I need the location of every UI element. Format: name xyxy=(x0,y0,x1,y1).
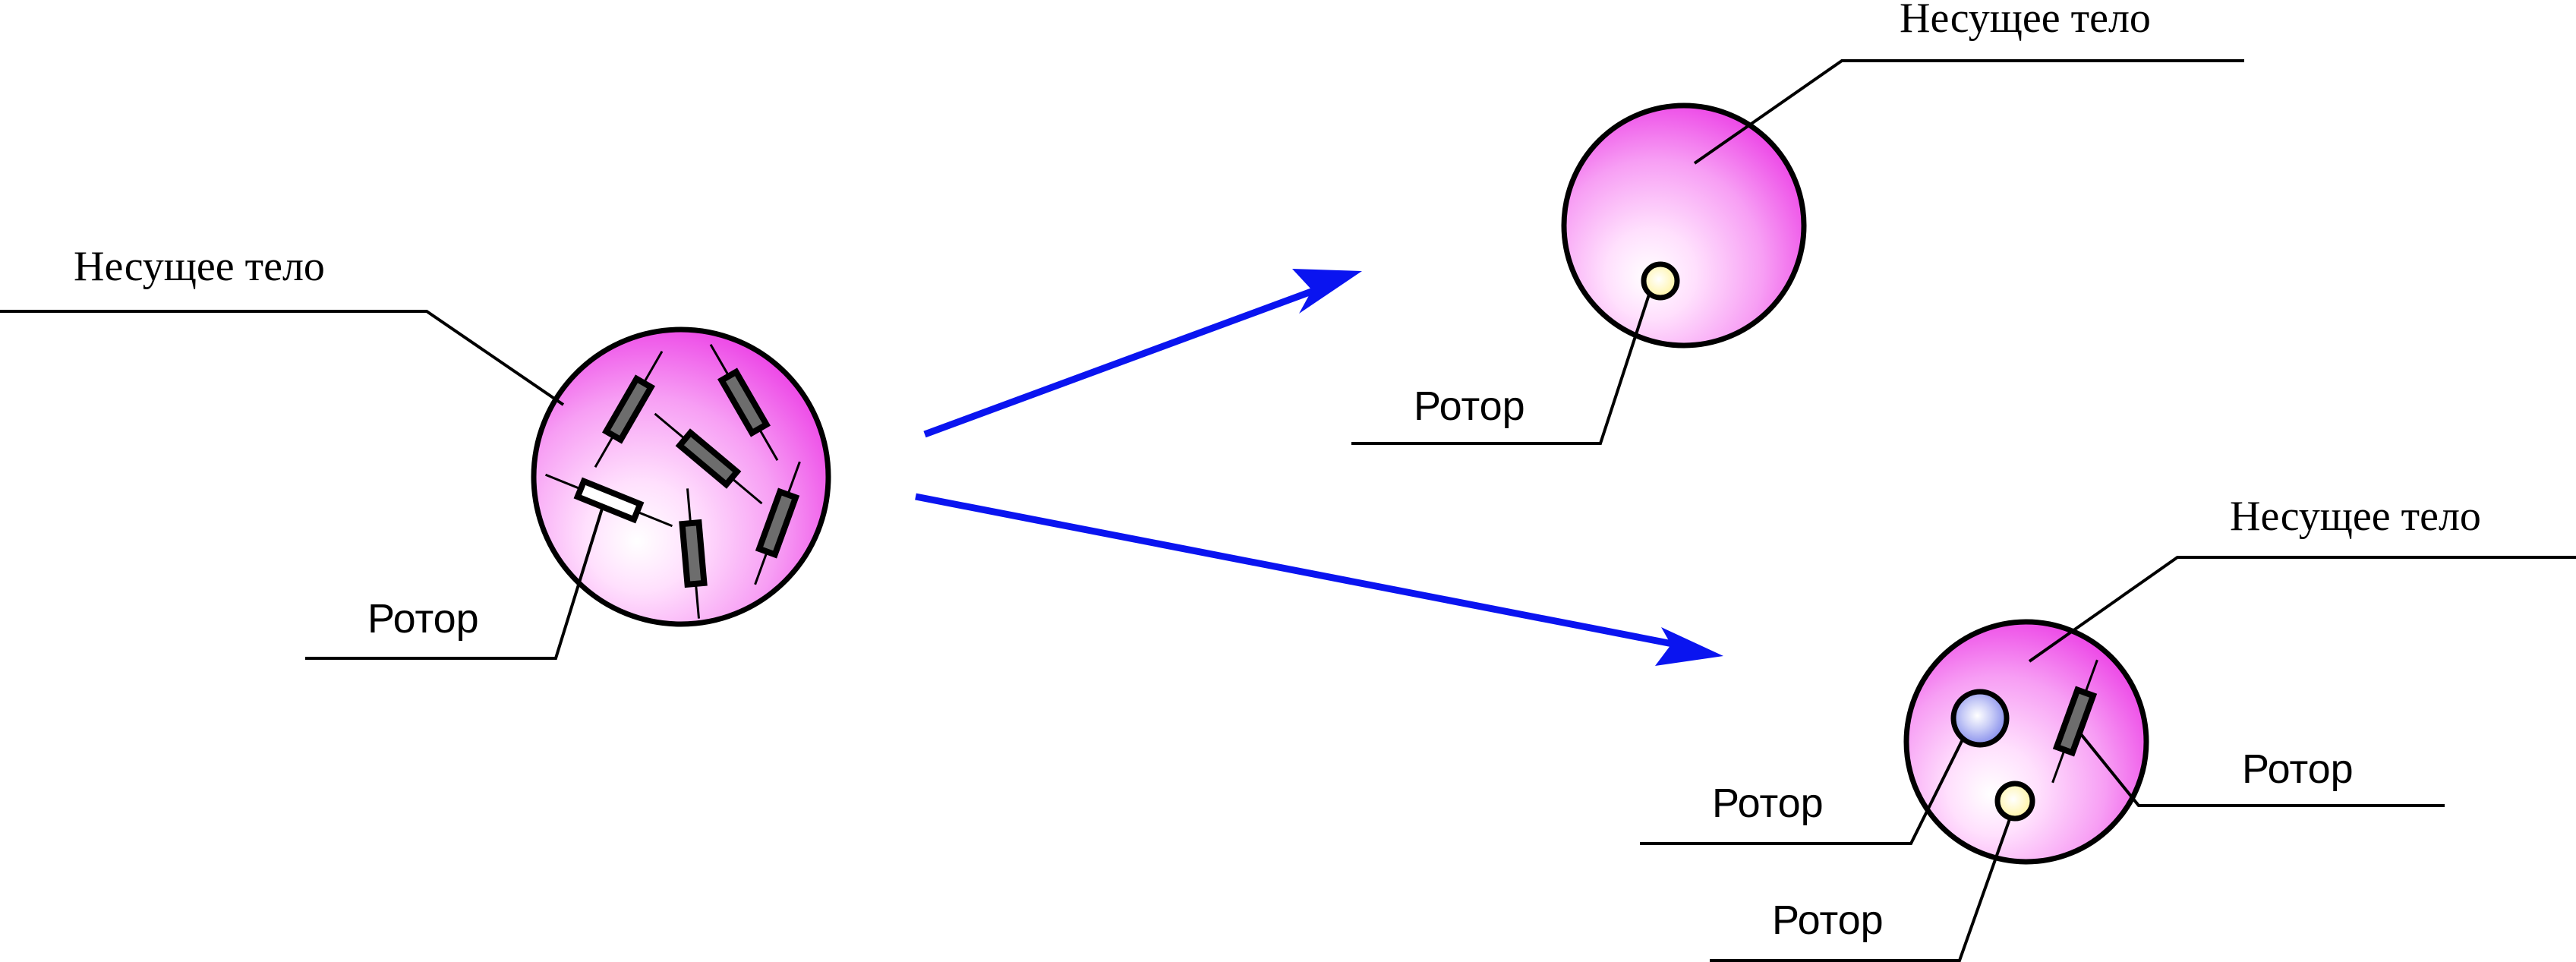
bottom-rotor-right-label: Ротор xyxy=(2242,746,2354,792)
bottom-blue-rotor xyxy=(1950,689,2010,748)
left-rod-rotor-2 xyxy=(709,344,779,461)
bottom-rod-rotor xyxy=(2051,659,2098,784)
bottom-rotor-right-leader xyxy=(2079,733,2445,807)
bottom-carrier-body xyxy=(1903,619,2149,865)
bottom-carrier-label: Несущее тело xyxy=(2230,493,2481,540)
left-carrier-body xyxy=(531,326,831,627)
left-rod-rotor-1 xyxy=(594,351,664,468)
bottom-assembly: Несущее тело Ротор Ротор Ротор xyxy=(1640,493,2576,962)
top-carrier-leader xyxy=(1693,59,2244,165)
bottom-rotor-left-leader xyxy=(1640,739,1964,845)
bottom-rotor-left-label: Ротор xyxy=(1712,781,1824,826)
top-assembly: Несущее тело Ротор xyxy=(1351,0,2244,445)
top-rotor-leader xyxy=(1351,294,1651,445)
bottom-yellow-rotor xyxy=(1994,781,2035,822)
left-rotor-label: Ротор xyxy=(367,596,479,642)
left-rod-rotor-4 xyxy=(544,473,673,528)
top-carrier-label: Несущее тело xyxy=(1900,0,2151,42)
top-rotor-label: Ротор xyxy=(1414,383,1525,429)
left-rod-rotor-3 xyxy=(654,412,763,505)
arrow-icon-lower xyxy=(915,493,1723,666)
bottom-rotor-lower-label: Ротор xyxy=(1772,897,1884,943)
left-rotor-leader xyxy=(305,508,604,660)
left-rod-rotor-6 xyxy=(754,461,801,585)
bottom-rotor-lower-leader xyxy=(1710,816,2012,962)
top-dot-rotor xyxy=(1641,261,1680,301)
top-carrier-body xyxy=(1561,103,1807,349)
left-assembly: Несущее тело Ротор xyxy=(0,243,831,660)
left-carrier-leader xyxy=(0,310,565,406)
left-carrier-label: Несущее тело xyxy=(74,243,325,290)
arrow-icon-upper xyxy=(923,269,1362,438)
left-rod-rotor-5 xyxy=(679,488,708,619)
bottom-carrier-leader xyxy=(2028,556,2576,663)
